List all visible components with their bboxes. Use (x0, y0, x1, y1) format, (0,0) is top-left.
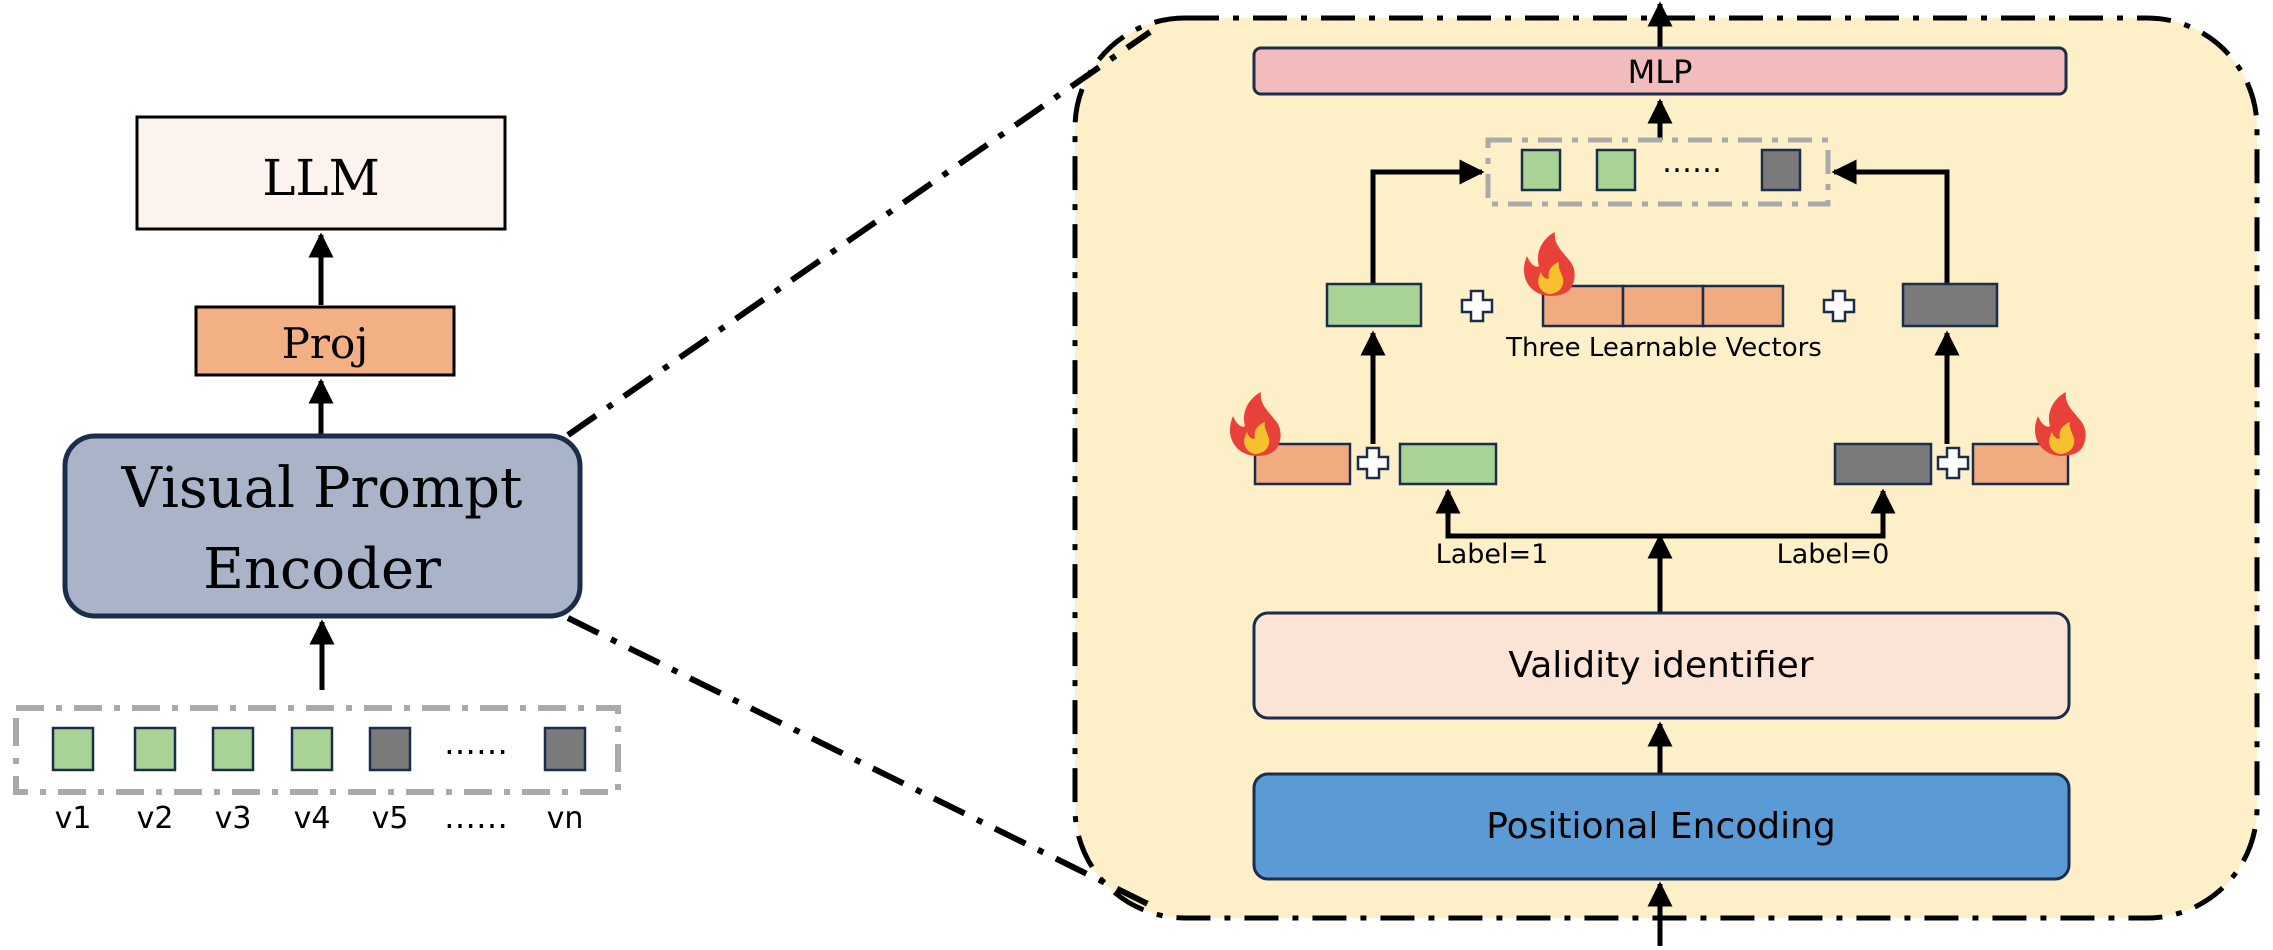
visual-token-v4 (290, 726, 334, 772)
arrow-split-valid (1435, 488, 1660, 539)
arrow-split-invalid (1660, 488, 1896, 539)
visual-token-sequence (13, 705, 621, 795)
label-valid: Label=1 (1436, 539, 1549, 570)
token-row (51, 726, 587, 772)
learnable-caption: Three Learnable Vectors (1505, 333, 1822, 363)
output-token-invalid (1760, 148, 1802, 192)
token-label-v5: v5 (372, 801, 409, 836)
learnable-vectors (1541, 284, 1785, 328)
encoder-label-line2: Encoder (203, 537, 441, 602)
output-ellipsis: …… (1662, 145, 1722, 180)
invalid-embedding-lower (1833, 442, 1933, 486)
validity-label: Validity identifier (1508, 645, 1813, 686)
visual-token-v2 (133, 726, 177, 772)
token-label-v2: v2 (137, 801, 174, 836)
label-ellipsis: …… (444, 798, 508, 836)
visual-token-v3 (211, 726, 255, 772)
plus-icon (1822, 289, 1856, 323)
llm-label: LLM (262, 149, 380, 207)
positional-encoding-block: Positional Encoding (1252, 772, 2071, 881)
invalid-embedding-upper (1901, 282, 1999, 328)
token-labels: v1 v2 v3 v4 v5 vn (55, 801, 584, 836)
token-label-vn: vn (547, 801, 584, 836)
zoom-line-bottom (566, 615, 1152, 908)
flame-icon (1229, 392, 1281, 456)
visual-token-vn (543, 726, 587, 772)
valid-embedding-lower (1398, 442, 1498, 486)
plus-icon (1936, 446, 1970, 480)
token-label-v3: v3 (215, 801, 252, 836)
visual-prompt-encoder-block: Visual Prompt Encoder (62, 433, 583, 619)
proj-label: Proj (282, 319, 369, 368)
output-token-valid-1 (1520, 148, 1562, 192)
positional-label: Positional Encoding (1486, 806, 1836, 847)
output-token-valid-2 (1595, 148, 1637, 192)
visual-token-v5 (368, 726, 412, 772)
flame-icon (2034, 392, 2086, 456)
zoom-line-top (566, 29, 1152, 438)
visual-token-v1 (51, 726, 95, 772)
proj-block: Proj (194, 305, 456, 377)
validity-identifier-block: Validity identifier (1252, 611, 2071, 720)
output-token-group (1485, 137, 1831, 207)
mlp-label: MLP (1628, 53, 1693, 91)
label-invalid: Label=0 (1777, 539, 1890, 570)
plus-icon (1460, 289, 1494, 323)
mlp-block: MLP (1252, 46, 2068, 96)
token-ellipsis: …… (444, 724, 508, 762)
token-label-v4: v4 (294, 801, 331, 836)
flame-icon (1523, 232, 1575, 296)
arrow-invalid-to-outputs (1831, 159, 1950, 284)
plus-icon (1356, 446, 1390, 480)
llm-block: LLM (135, 115, 507, 231)
encoder-label-line1: Visual Prompt (121, 456, 523, 521)
arrow-valid-to-outputs (1370, 159, 1485, 284)
token-label-v1: v1 (55, 801, 92, 836)
valid-embedding-upper (1325, 282, 1423, 328)
